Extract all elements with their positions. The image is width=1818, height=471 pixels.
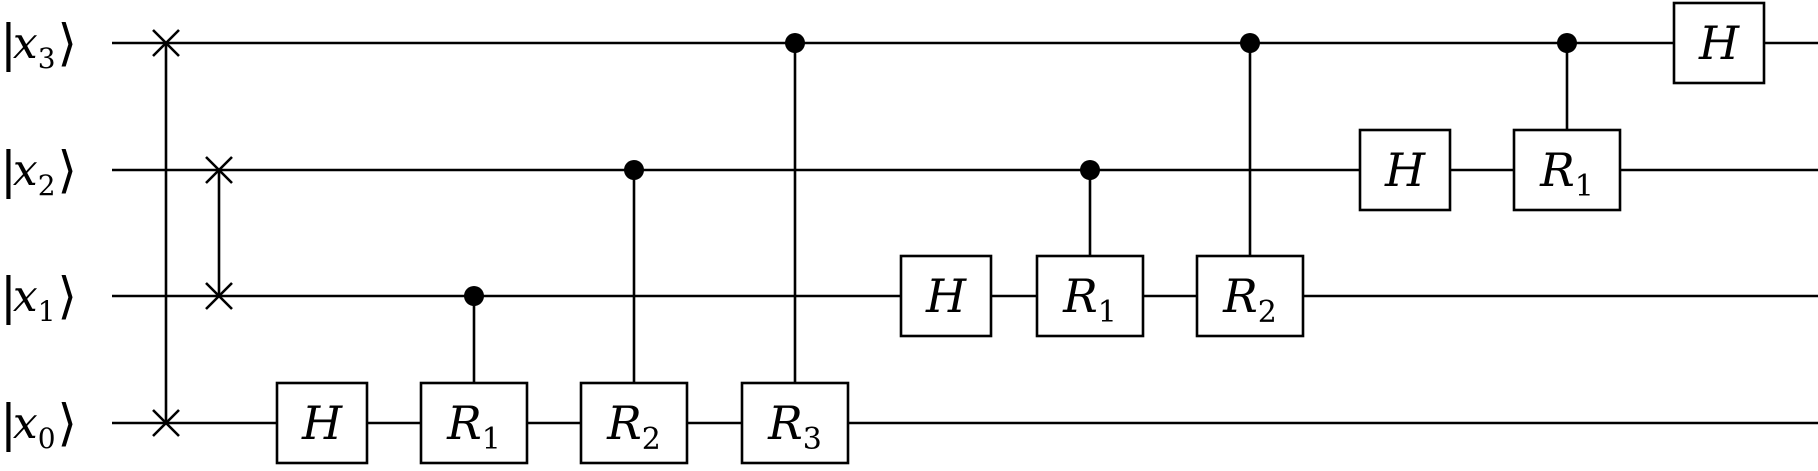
h-gate-2-box [275,381,369,465]
svg-text:|x3⟩: |x3⟩ [0,14,77,75]
controlled-r-gate-10: R1 [1512,33,1622,212]
controlled-r-gate-7: R1 [1035,160,1145,338]
h-gate-2: H [275,381,369,465]
swap-gate-0 [152,29,180,437]
r-gate-5-label: R3 [767,396,822,457]
control-dot [1240,33,1260,53]
swap-cross [205,282,233,310]
h-gate-9-label: H [1384,143,1426,197]
svg-text:|x2⟩: |x2⟩ [0,141,77,202]
r-gate-8-box [1195,254,1305,338]
h-gate-11-label: H [1698,16,1740,70]
swap-cross [205,156,233,184]
r-gate-8-label: R2 [1222,269,1277,330]
qubit-label-x2: |x2⟩ [0,141,77,202]
r-gate-4-label: R2 [606,396,661,457]
r-gate-5: R3 [740,381,850,465]
r-gate-10-label: R1 [1539,143,1594,204]
control-dot [464,286,484,306]
controlled-r-gate-8: R2 [1195,33,1305,338]
r-gate-3: R1 [419,381,529,465]
qubit-labels: |x3⟩ |x2⟩ |x1⟩ |x0⟩ [0,14,77,455]
h-gate-6-label: H [925,269,967,323]
r-gate-8: R2 [1195,254,1305,338]
qubit-label-x3: |x3⟩ [0,14,77,75]
controlled-r-gate-5: R3 [740,33,850,465]
control-dot [785,33,805,53]
r-gate-10-box [1512,128,1622,212]
control-dot [624,160,644,180]
h-gate-11-box [1672,1,1766,85]
control-dot [1080,160,1100,180]
swap-cross [152,29,180,57]
r-gate-4: R2 [579,381,689,465]
svg-text:|x1⟩: |x1⟩ [0,267,77,328]
r-gate-10: R1 [1512,128,1622,212]
h-gate-6-box [899,254,993,338]
qubit-wires [112,41,1818,425]
qubit-label-x0: |x0⟩ [0,394,77,455]
controlled-r-gate-4: R2 [579,160,689,465]
r-gate-7-box [1035,254,1145,338]
control-dot [1557,33,1577,53]
h-gate-6: H [899,254,993,338]
qubit-label-x1: |x1⟩ [0,267,77,328]
r-gate-7: R1 [1035,254,1145,338]
r-gate-7-label: R1 [1062,269,1117,330]
r-gate-3-label: R1 [446,396,501,457]
h-gate-2-label: H [301,396,343,450]
h-gate-11: H [1672,1,1766,85]
h-gate-9-box [1358,128,1452,212]
r-gate-5-box [740,381,850,465]
h-gate-9: H [1358,128,1452,212]
r-gate-4-box [579,381,689,465]
swap-cross [152,409,180,437]
controlled-r-gate-3: R1 [419,286,529,465]
swap-gate-1 [205,156,233,310]
r-gate-3-box [419,381,529,465]
svg-text:|x0⟩: |x0⟩ [0,394,77,455]
